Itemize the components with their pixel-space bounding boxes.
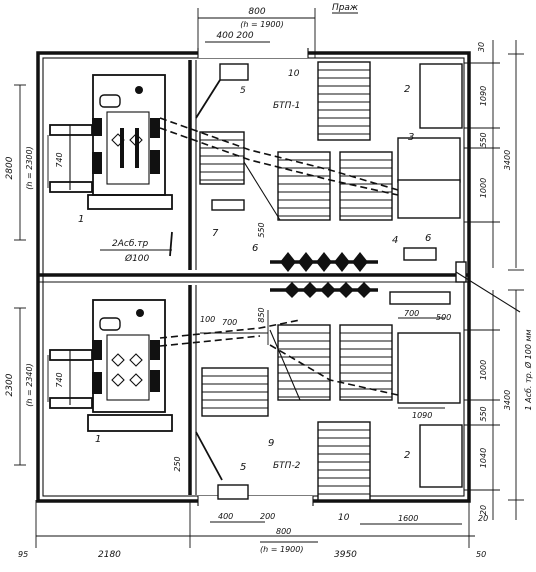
bottom-dim-95: 95 [18, 550, 28, 559]
north-label: Праж [332, 3, 359, 13]
right-1000-top: 1000 [479, 178, 488, 198]
label-btp1: БТП-1 [273, 101, 300, 111]
labels: 800 (h = 1900) Праж 400 200 5 10 БТП-1 2… [5, 3, 533, 560]
pipe-runs [159, 79, 521, 481]
label-4: 4 [392, 235, 398, 246]
bottom-dim-3950: 3950 [334, 550, 357, 560]
label-2-top: 2 [404, 84, 410, 95]
right-1040-bot: 1040 [479, 448, 488, 468]
building-walls [36, 48, 471, 506]
dimension-lines [14, 8, 524, 548]
left-740-top: 740 [55, 152, 64, 167]
right-550-bot: 550 [479, 406, 488, 421]
bottom-dim-2180: 2180 [98, 550, 121, 560]
dim-850: 850 [257, 307, 266, 322]
left-dim-top-sub: (h = 2300) [25, 146, 34, 189]
dim-250: 250 [173, 456, 182, 471]
dim-top-800-sub: (h = 1900) [240, 20, 283, 29]
left-dim-top: 2800 [5, 156, 15, 179]
bottom-dim-50: 50 [476, 550, 486, 559]
label-9: 9 [268, 438, 274, 449]
pipe-label-bottom: Ø100 [124, 253, 150, 264]
label-1-bot: 1 [95, 434, 101, 445]
bottom-dim-800: 800 [276, 527, 291, 536]
dim-500: 500 [436, 313, 451, 322]
right-1000-bot: 1000 [479, 360, 488, 380]
label-5-bot: 5 [240, 462, 246, 473]
label-7: 7 [212, 228, 219, 239]
left-740-bot: 740 [55, 372, 64, 387]
label-10-bot: 10 [338, 513, 350, 523]
right-3400-bot: 3400 [503, 390, 512, 410]
left-dim-bot: 2300 [5, 373, 15, 396]
heat-exchangers [199, 61, 463, 501]
dim-550: 550 [257, 222, 266, 237]
dim-1090: 1090 [412, 411, 432, 420]
bottom-dim-1600: 1600 [398, 514, 418, 523]
left-equipment-bottom [49, 299, 173, 432]
pipe-label-top: 2Асб.тр [112, 239, 148, 249]
left-dim-bot-sub: (h = 2340) [25, 363, 34, 406]
right-20-bot: 20 [479, 505, 488, 515]
bottom-dim-800-sub: (h = 1900) [260, 545, 303, 554]
manifold-rows [270, 252, 467, 298]
dim-top-800: 800 [248, 7, 265, 17]
bottom-dim-20: 20 [478, 514, 488, 523]
left-equipment-top [49, 74, 173, 210]
dim-400-200: 400 200 [216, 31, 253, 41]
label-10-top: 10 [288, 69, 300, 79]
dim-100: 100 [200, 315, 215, 324]
label-1-top: 1 [78, 214, 84, 225]
right-3400-top: 3400 [503, 150, 512, 170]
label-6b: 6 [425, 233, 431, 244]
label-5-top: 5 [240, 86, 246, 96]
label-btp2: БТП-2 [273, 461, 301, 471]
bottom-dim-400: 400 [218, 512, 233, 521]
right-550-top: 550 [479, 132, 488, 147]
right-30-top: 30 [477, 42, 486, 52]
dim-700-b: 700 [404, 309, 419, 318]
label-2-bot: 2 [404, 450, 410, 461]
label-6a: 6 [252, 243, 258, 254]
right-1090-top: 1090 [479, 86, 488, 106]
dim-700-a: 700 [222, 318, 237, 327]
bottom-dim-200: 200 [260, 512, 275, 521]
label-3: 3 [408, 132, 414, 143]
right-vertical-note: 1 Асб. тр. Ø 100 мм [523, 329, 533, 410]
